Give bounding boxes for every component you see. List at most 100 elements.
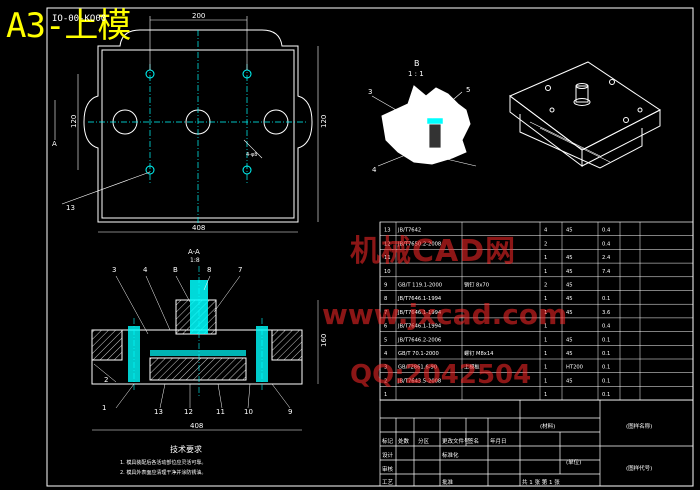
tb-label-sign: 签名 (468, 437, 479, 445)
bom-cell: 6 (384, 324, 387, 330)
sec-callout-10: 10 (244, 408, 253, 416)
top-view (54, 16, 319, 233)
bom-cell: GB/T 119.1-2000 (398, 283, 442, 289)
tech-req-heading: 技术要求 (170, 444, 202, 454)
sec-callout-2: 2 (104, 376, 108, 384)
bom-cell: GB/T 70.1-2000 (398, 351, 439, 357)
tech-requirements: 技术要求 1. 模具装配后各活动部位应灵活可靠。 2. 模具外表面应清理干净并涂… (120, 444, 206, 476)
bom-cell: 4 (384, 351, 388, 357)
bom-cell: 8 (384, 296, 387, 302)
section-view: A-A 1:8 (91, 248, 319, 431)
tech-req-line-1: 1. 模具装配后各活动部位应灵活可靠。 (120, 459, 206, 466)
bom-cell: 0.4 (602, 241, 611, 247)
bom-cell: 1 (544, 269, 547, 275)
tb-label-process: 工艺 (382, 479, 394, 486)
hatch-right (271, 329, 303, 361)
detail-callout-5: 5 (466, 86, 470, 94)
bom-cell: 45 (566, 337, 573, 343)
bom-cell: 11 (384, 255, 391, 261)
bom-cell: 销钉 8x70 (464, 281, 489, 289)
bom-cell: JB/T7646.1-1994 (397, 324, 442, 330)
sec-dim-right: 160 (320, 334, 328, 347)
bom-cell: 0.1 (602, 378, 610, 384)
bom-cell: 0.1 (602, 351, 610, 357)
bom-cell: 2 (384, 378, 387, 384)
watermark-url: www.jxcad.com (322, 298, 568, 331)
tb-sheet-count: 共 1 张 第 1 张 (522, 478, 560, 486)
detail-callout-3: 3 (368, 88, 372, 96)
tb-code: (图样代号) (626, 464, 652, 472)
detail-scale: 1 : 1 (408, 70, 424, 78)
section-title: A-A (188, 248, 200, 256)
bom-cell: 45 (566, 283, 573, 289)
detail-pin (428, 123, 442, 149)
callout-13: 13 (66, 204, 75, 212)
hatch-center-low (149, 357, 247, 381)
bom-cell: JB/T7643.5-2008 (397, 378, 441, 384)
frame-title: A3-上模 (6, 6, 131, 46)
sec-callout-11: 11 (216, 408, 225, 416)
sec-callout-1: 1 (102, 404, 106, 412)
bom-cell: 1 (544, 351, 547, 357)
bom-cell: 7 (384, 310, 387, 316)
detail-view-b: B 1 : 1 3 5 4 (368, 59, 477, 174)
bom-cell: 13 (384, 228, 391, 234)
hole-note: 4-φ8 (246, 152, 257, 158)
sec-callout-b: B (173, 266, 178, 274)
bom-cell: 0.1 (602, 296, 610, 302)
hatch-left (91, 329, 123, 361)
bom-cell: 0.1 (602, 392, 610, 398)
iso-lower-plate (519, 114, 643, 169)
sec-dim-bottom: 408 (190, 422, 203, 430)
tb-label-approve: 批准 (442, 478, 454, 486)
tb-label-zone: 分区 (418, 437, 430, 445)
bom-cell: 7.4 (602, 269, 611, 275)
section-mark-a: A (52, 140, 57, 148)
tech-req-line-2: 2. 模具外表面应清理干净并涂防锈油。 (120, 469, 206, 476)
section-scale: 1:8 (190, 257, 200, 264)
bom-cell: 3 (384, 365, 387, 371)
watermark-site-name: 机械CAD网 (350, 234, 517, 269)
sec-callout-7: 7 (238, 266, 242, 274)
sec-callout-8: 8 (207, 266, 211, 274)
bom-cell: 0.1 (602, 337, 610, 343)
top-view-labels: 200 120 120 408 A 13 4-φ8 (52, 12, 328, 232)
detail-title: B (414, 59, 420, 68)
detail-pin-cap (426, 117, 444, 125)
bom-cell: 2 (544, 283, 547, 289)
tb-label-standard: 标准化 (442, 451, 459, 459)
runner (150, 350, 246, 356)
bom-cell: 45 (566, 296, 573, 302)
bom-cell: 45 (566, 255, 573, 261)
tb-label-date: 年月日 (490, 437, 507, 445)
bom-cell: 1 (544, 337, 547, 343)
detail-break-shape (381, 85, 471, 165)
bom-cell: 1 (544, 378, 547, 384)
sec-callout-3: 3 (112, 266, 116, 274)
bom-cell: 螺钉 M8x14 (464, 349, 494, 357)
title-block (379, 399, 694, 487)
bom-cell: GB/T2861.6-90 (398, 365, 437, 371)
section-labels: 3 4 B 8 7 1 2 13 12 11 10 9 408 160 (102, 266, 328, 430)
bom-cell: JB/T7650.2-2008 (397, 241, 441, 247)
bom-cell: 2.4 (602, 255, 611, 261)
title-block-text: (材料) (图样名称) (图样代号) (单位) 标记 处数 分区 更改文件号 签… (382, 422, 652, 486)
tb-material: (材料) (540, 422, 555, 430)
bom-cell: 1 (544, 255, 547, 261)
tb-name: (图样名称) (626, 422, 652, 430)
tb-unit: (单位) (566, 458, 581, 466)
bom-cell: JB/T7646.1-1994 (397, 296, 442, 302)
bom-cell: JB/T7646.2-2006 (397, 337, 441, 343)
watermark-qq: QQ:2042504 (350, 360, 532, 390)
sec-callout-4: 4 (143, 266, 148, 274)
top-view-outline (83, 29, 313, 223)
bom-cell: 10 (384, 269, 391, 275)
drawing-number: IO-00-KO00 (52, 14, 107, 24)
bom-cell: 3.6 (602, 310, 610, 316)
bom-cell: 9 (384, 283, 387, 289)
bom-cell: 45 (566, 228, 573, 234)
bom-cell: 45 (566, 378, 573, 384)
iso-side-face (581, 109, 661, 167)
bom-cell: JB/T7646.1-1994 (397, 310, 442, 316)
